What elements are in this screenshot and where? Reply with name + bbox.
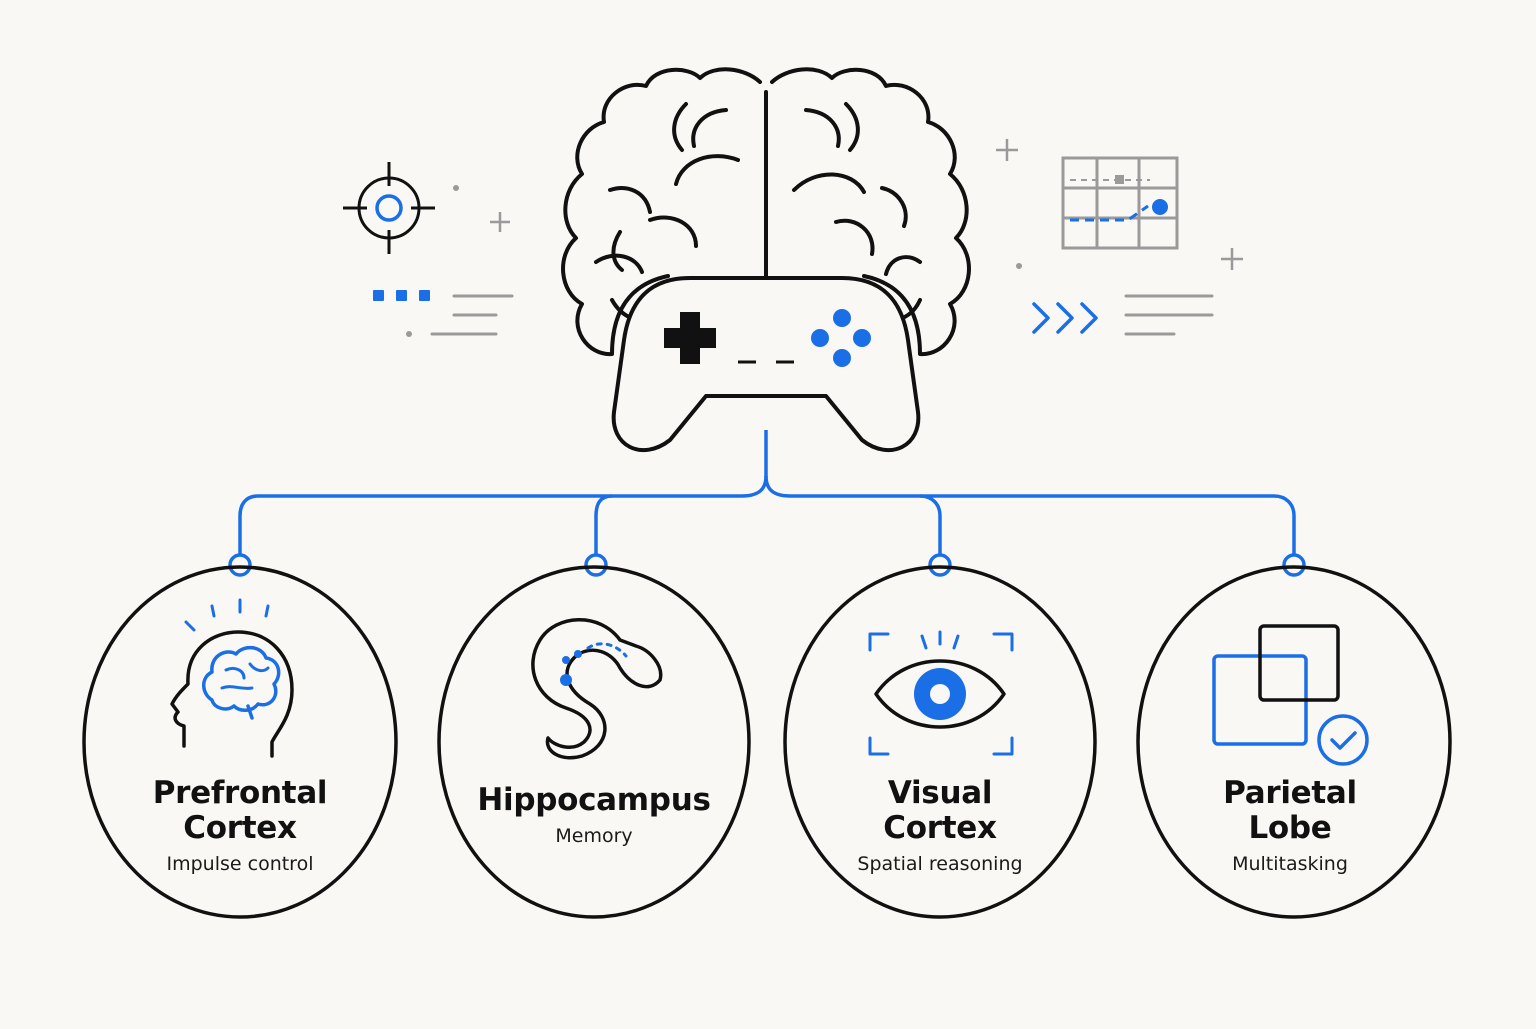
region-circle-visual: [783, 565, 1097, 919]
lines-icon: [1124, 294, 1214, 336]
region-label-prefrontal: Prefrontal Cortex Impulse control: [120, 776, 360, 876]
eye-icon: [868, 630, 1014, 756]
dpad-icon: [664, 312, 716, 364]
region-label-parietal: Parietal Lobe Multitasking: [1170, 776, 1410, 876]
region-circle-prefrontal: [82, 565, 398, 919]
region-title-line: Visual: [887, 775, 993, 811]
dot-icon: [1016, 263, 1022, 269]
progress-dots-icon: [373, 290, 430, 301]
crosshair-icon: [343, 162, 435, 254]
plus-icon: [490, 212, 510, 232]
region-label-hippocampus: Hippocampus Memory: [474, 783, 714, 848]
connector-lines: [238, 430, 1296, 556]
region-circle-parietal: [1136, 565, 1452, 919]
region-title: Hippocampus: [474, 783, 714, 818]
region-subtitle: Memory: [555, 825, 633, 847]
head-brain-icon: [170, 598, 294, 758]
gamepad-icon: [611, 276, 921, 452]
region-circles: [82, 565, 1452, 919]
region-title-line: Lobe: [1248, 810, 1332, 846]
plus-icon: [996, 139, 1243, 270]
dot-icon: [453, 185, 459, 191]
overlapping-squares-check-icon: [1212, 624, 1369, 766]
region-subtitle: Multitasking: [1232, 853, 1348, 875]
chevrons-icon: [1032, 302, 1098, 334]
region-title-line: Cortex: [183, 810, 297, 846]
region-title-line: Hippocampus: [477, 782, 711, 818]
region-circle-hippocampus: [437, 565, 751, 919]
region-subtitle: Impulse control: [166, 853, 314, 875]
region-title: Parietal Lobe: [1170, 776, 1410, 846]
region-subtitle: Spatial reasoning: [857, 853, 1023, 875]
region-title: Prefrontal Cortex: [120, 776, 360, 846]
region-title-line: Parietal: [1223, 775, 1357, 811]
region-label-visual: Visual Cortex Spatial reasoning: [820, 776, 1060, 876]
hippocampus-icon: [531, 618, 663, 760]
grid-chart-icon: [1061, 156, 1179, 250]
face-buttons-icon: [811, 309, 871, 367]
dot-icon: [406, 331, 412, 337]
connector-nodes: [228, 553, 1306, 577]
lines-icon: [430, 294, 514, 336]
region-title-line: Prefrontal: [152, 775, 328, 811]
region-title-line: Cortex: [883, 810, 997, 846]
region-title: Visual Cortex: [820, 776, 1060, 846]
